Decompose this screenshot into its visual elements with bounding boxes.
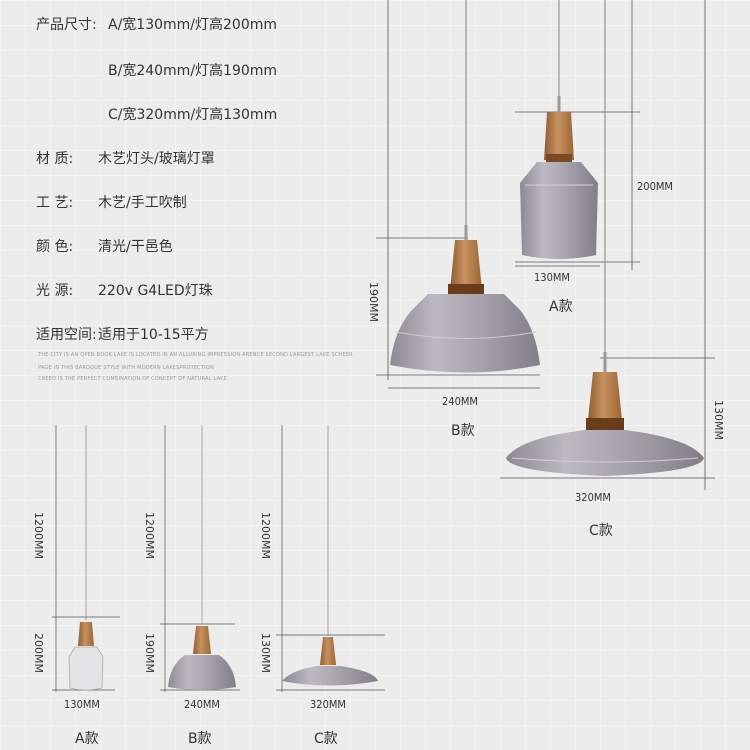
small-a-width-label: 130MM — [64, 698, 100, 711]
small-b-cord-label: 1200MM — [143, 512, 156, 559]
lamp-c-small — [282, 637, 378, 686]
lamp-a-large — [520, 96, 598, 259]
cords — [465, 0, 606, 360]
fine-print-3: CREED IS THE PERFECT COMBINATION OF CONC… — [38, 376, 227, 382]
spec-material-value: 木艺灯头/玻璃灯罩 — [98, 151, 215, 167]
small-dimension-lines — [52, 425, 385, 692]
dimension-lines — [376, 0, 715, 490]
lamp-a-name: A款 — [549, 299, 573, 315]
spec-size-c-value: C/宽320mm/灯高130mm — [108, 107, 278, 123]
spec-space-value: 适用于10-15平方 — [98, 327, 209, 343]
small-c-height-label: 130MM — [259, 633, 272, 673]
lamp-b-name: B款 — [451, 423, 475, 439]
spec-light-label: 光 源: — [36, 283, 74, 299]
spec-material-label: 材 质: — [36, 151, 74, 167]
lamp-b-width-label: 240MM — [442, 395, 478, 408]
spec-light-value: 220v G4LED灯珠 — [98, 283, 213, 299]
spec-color-label: 颜 色: — [36, 239, 74, 255]
small-cords — [85, 425, 329, 636]
spec-size-b-value: B/宽240mm/灯高190mm — [108, 63, 278, 79]
spec-craft-value: 木艺/手工吹制 — [98, 195, 187, 211]
lamp-a-width-label: 130MM — [534, 271, 570, 284]
spec-size-b: B/宽240mm/灯高190mm — [108, 60, 277, 80]
small-a-name: A款 — [75, 731, 99, 747]
small-c-name: C款 — [314, 731, 338, 747]
small-a-cord-label: 1200MM — [32, 512, 45, 559]
small-c-cord-label: 1200MM — [259, 512, 272, 559]
lamp-c-large — [506, 352, 704, 476]
spec-size-a-value: A/宽130mm/灯高200mm — [108, 17, 278, 33]
spec-size-label: 产品尺寸: — [36, 17, 97, 33]
spec-size-c: C/宽320mm/灯高130mm — [108, 104, 277, 124]
lamp-a-height-label: 200MM — [637, 180, 673, 193]
small-b-name: B款 — [188, 731, 212, 747]
lamp-b-height-label: 190MM — [367, 282, 380, 322]
lamp-c-name: C款 — [589, 523, 613, 539]
spec-size-a: 产品尺寸: A/宽130mm/灯高200mm — [36, 14, 277, 34]
fine-print-2: PAGE IN THIS BAROQUE STYLE WITH MODERN L… — [38, 365, 214, 371]
small-c-width-label: 320MM — [310, 698, 346, 711]
spec-light: 光 源: 220v G4LED灯珠 — [36, 280, 213, 300]
spec-color: 颜 色: 清光/干邑色 — [36, 236, 173, 256]
spec-space: 适用空间:适用于10-15平方 — [36, 324, 209, 344]
spec-space-label: 适用空间: — [36, 327, 97, 343]
lamp-b-large — [390, 225, 540, 373]
fine-print-1: THE CITY IS AN OPEN BOOK LAKE IS LOCATED… — [38, 352, 353, 358]
small-b-width-label: 240MM — [184, 698, 220, 711]
lamp-c-height-label: 130MM — [712, 400, 725, 440]
spec-craft: 工 艺: 木艺/手工吹制 — [36, 192, 187, 212]
small-b-height-label: 190MM — [143, 633, 156, 673]
lamp-b-small — [168, 626, 236, 690]
small-a-height-label: 200MM — [32, 633, 45, 673]
lamp-c-width-label: 320MM — [575, 491, 611, 504]
spec-craft-label: 工 艺: — [36, 195, 74, 211]
spec-color-value: 清光/干邑色 — [98, 239, 173, 255]
lamp-a-small — [68, 622, 104, 691]
spec-material: 材 质: 木艺灯头/玻璃灯罩 — [36, 148, 215, 168]
